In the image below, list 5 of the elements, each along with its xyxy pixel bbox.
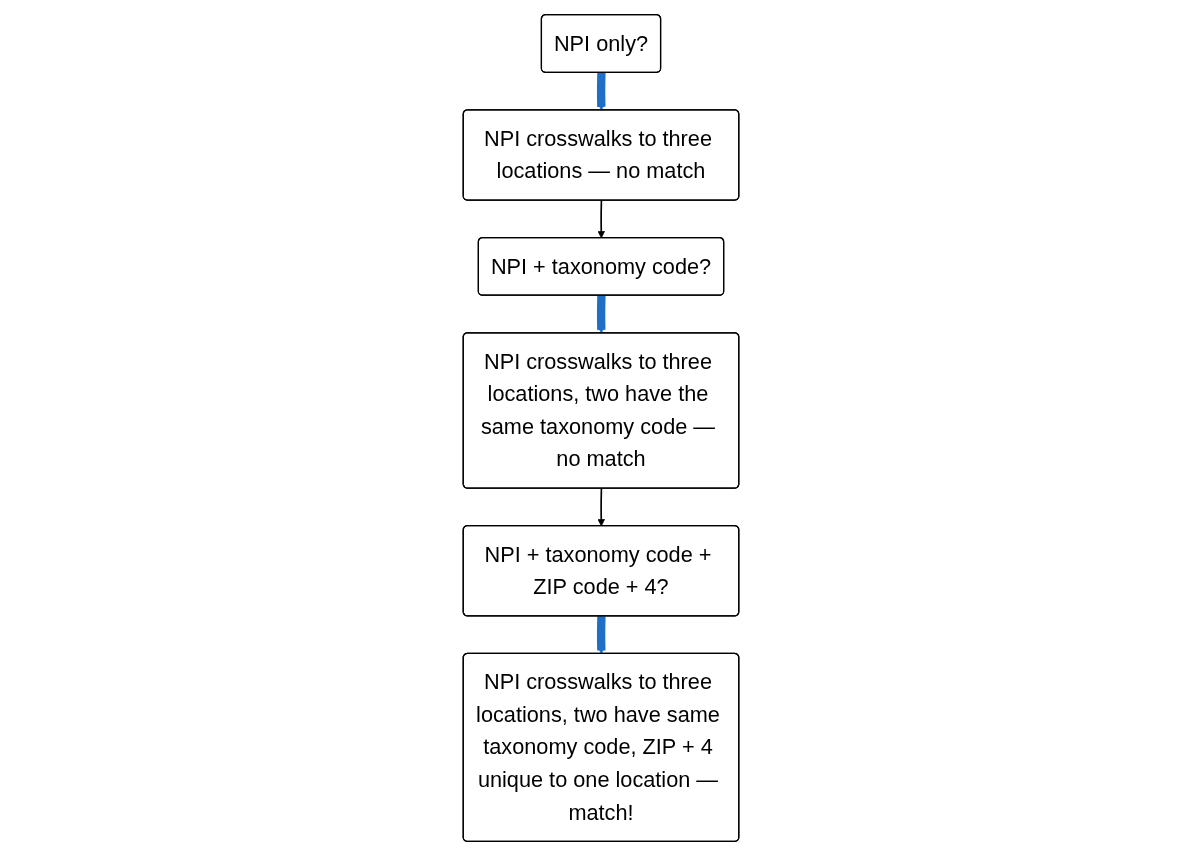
arrow — [597, 487, 605, 526]
arrow — [596, 71, 606, 111]
arrow — [596, 294, 606, 334]
arrow — [597, 199, 605, 238]
arrow — [596, 614, 606, 654]
